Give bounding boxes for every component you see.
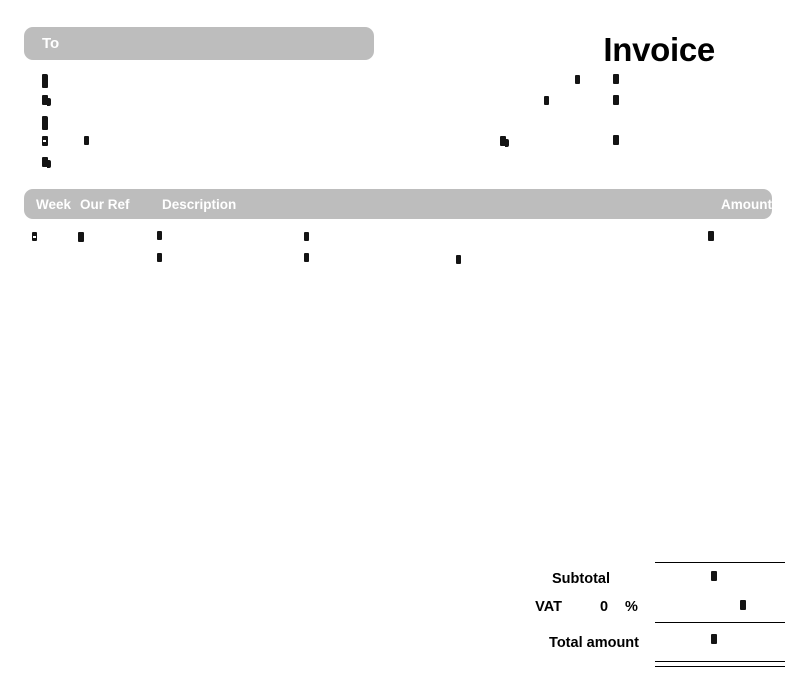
vat-rate-value: 0 xyxy=(600,599,609,615)
cell-description-part-2 xyxy=(304,253,309,262)
address-line-4-secondary xyxy=(84,136,89,145)
cell-description-part-1 xyxy=(157,231,162,240)
cell-description-part-1 xyxy=(157,253,162,262)
meta-label-3 xyxy=(500,136,509,147)
subtotal-label: Subtotal xyxy=(552,571,610,587)
subtotal-value xyxy=(711,571,717,581)
column-header-description: Description xyxy=(162,197,237,212)
column-header-amount: Amount xyxy=(721,197,772,212)
vat-amount-value xyxy=(740,600,746,610)
totals-rule-top xyxy=(655,562,785,563)
cell-our-ref xyxy=(78,232,84,242)
meta-value-3 xyxy=(613,135,619,145)
total-amount-value xyxy=(711,634,717,644)
cell-description-part-2 xyxy=(304,232,309,241)
meta-value-1 xyxy=(613,74,619,84)
column-header-our-ref: Our Ref xyxy=(80,197,130,212)
address-line-1 xyxy=(42,74,48,88)
meta-label-2 xyxy=(544,96,549,105)
column-header-week: Week xyxy=(36,197,72,212)
address-line-4 xyxy=(42,136,48,146)
address-line-5 xyxy=(42,157,51,168)
address-line-2 xyxy=(42,95,51,106)
meta-label-1 xyxy=(575,75,580,84)
cell-week xyxy=(32,232,37,241)
vat-percent-symbol: % xyxy=(625,599,638,615)
cell-amount xyxy=(708,231,714,241)
recipient-band-label: To xyxy=(42,35,60,52)
page-title: Invoice xyxy=(603,31,715,68)
meta-value-2 xyxy=(613,95,619,105)
recipient-band xyxy=(24,27,374,60)
address-line-3 xyxy=(42,116,48,130)
totals-rule-middle xyxy=(655,622,785,623)
total-amount-label: Total amount xyxy=(549,635,639,651)
cell-description-part-3 xyxy=(456,255,461,264)
table-header-band xyxy=(24,189,772,219)
totals-rule-bottom-1 xyxy=(655,661,785,662)
totals-rule-bottom-2 xyxy=(655,666,785,667)
vat-label: VAT xyxy=(535,599,562,615)
